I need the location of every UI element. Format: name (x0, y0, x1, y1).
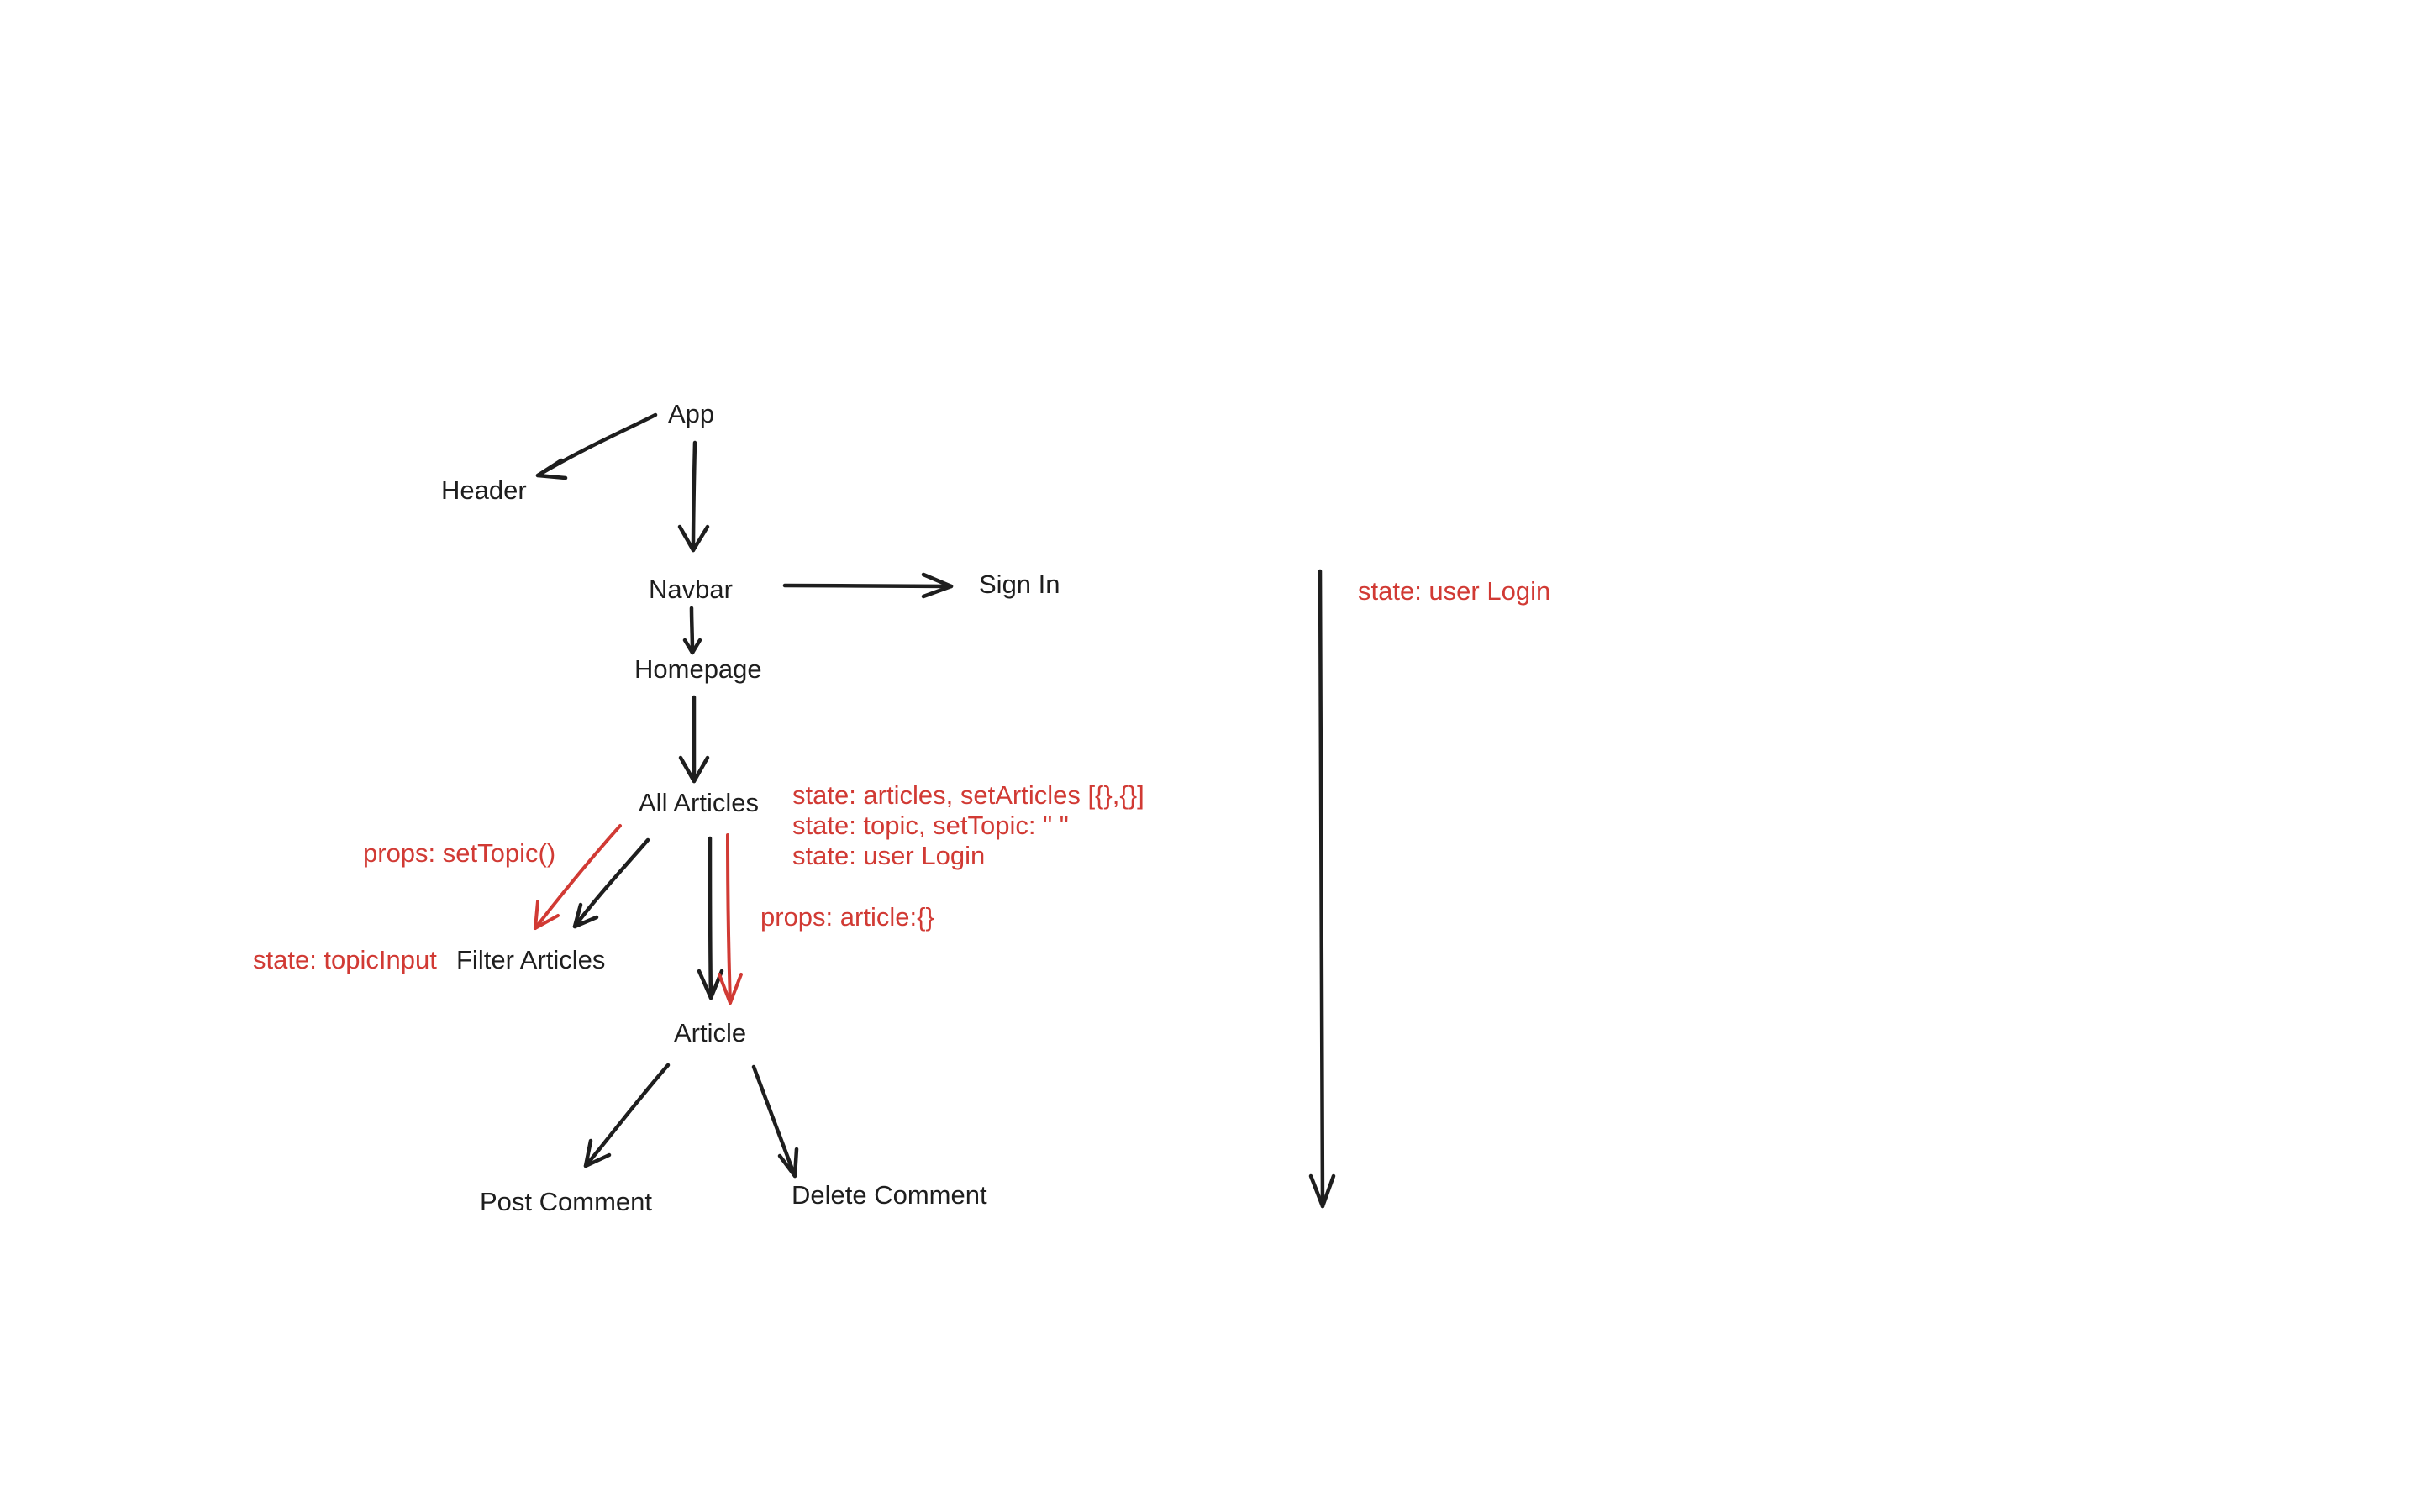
node-header: Header (441, 475, 527, 505)
arrow-article-to-delete-comment (751, 1064, 799, 1179)
node-post-comment: Post Comment (480, 1187, 652, 1216)
arrow-state-flow-down (1308, 569, 1336, 1209)
arrow-navbar-to-sign-in (782, 572, 954, 599)
node-delete-comment: Delete Comment (792, 1180, 987, 1210)
node-app: App (668, 399, 714, 428)
node-all-articles: All Articles (639, 788, 759, 817)
annotation-state-user-login: state: user Login (792, 841, 985, 870)
annotation-state-articles: state: articles, setArticles [{},{}] (792, 780, 1144, 810)
annotation-state-topic: state: topic, setTopic: " " (792, 811, 1069, 840)
annotation-props-article: props: article:{} (760, 902, 934, 932)
arrow-all-articles-to-article (697, 836, 724, 1000)
arrow-app-to-navbar (677, 440, 710, 553)
arrow-props-set-topic (534, 824, 622, 930)
annotation-props-set-topic: props: setTopic() (363, 838, 555, 868)
arrow-article-to-post-comment (583, 1063, 671, 1168)
node-filter-articles: Filter Articles (456, 945, 605, 974)
node-navbar: Navbar (649, 575, 733, 604)
node-sign-in: Sign In (979, 570, 1060, 599)
arrow-props-article (718, 833, 743, 1005)
node-homepage: Homepage (634, 654, 762, 684)
arrow-app-to-header (535, 412, 658, 480)
arrow-all-articles-to-filter-articles (572, 837, 650, 929)
annotation-state-topic-input: state: topicInput (253, 945, 437, 974)
annotation-state-user-login-side: state: user Login (1358, 576, 1550, 606)
arrow-navbar-to-homepage (682, 606, 702, 655)
node-article: Article (674, 1018, 746, 1047)
arrow-homepage-to-all-articles (678, 695, 710, 784)
